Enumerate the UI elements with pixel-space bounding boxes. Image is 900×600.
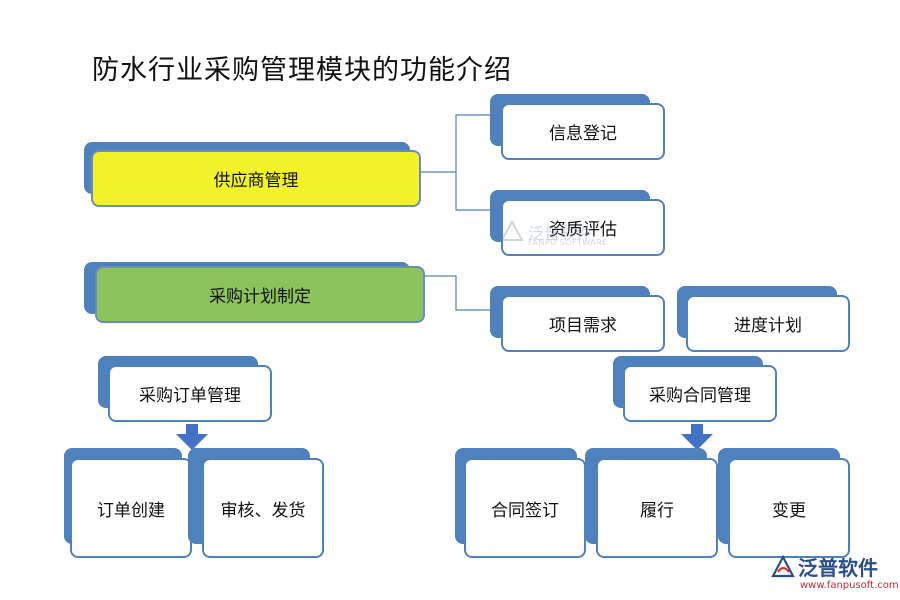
watermark-logo-icon [500, 220, 524, 241]
node-label: 订单创建 [70, 458, 192, 558]
watermark-subtext: FANPU SOFTWARE [528, 238, 608, 247]
node-label: 变更 [728, 458, 850, 558]
node-label: 采购计划制定 [95, 266, 425, 323]
connector-supplier-branches [420, 114, 490, 211]
fanpu-logo-icon [771, 554, 795, 578]
connector-plan-branches [424, 275, 490, 311]
node-label: 履行 [596, 458, 718, 558]
node-label: 采购合同管理 [623, 365, 777, 422]
watermark-text: 泛普软件 [528, 224, 593, 243]
node-label: 供应商管理 [91, 150, 421, 207]
node-label: 进度计划 [686, 295, 850, 352]
logo-url: www.fanpusoft.com [800, 580, 899, 591]
node-label: 资质评估 [501, 199, 665, 256]
node-label: 项目需求 [501, 295, 665, 352]
node-label: 采购订单管理 [108, 365, 272, 422]
arrow-down-icon [681, 424, 713, 450]
page-title: 防水行业采购管理模块的功能介绍 [92, 55, 512, 86]
arrow-down-icon [176, 424, 208, 450]
node-label: 信息登记 [501, 103, 665, 160]
node-label: 审核、发货 [202, 458, 324, 558]
logo-name: 泛普软件 [798, 556, 878, 580]
node-label: 合同签订 [464, 458, 586, 558]
